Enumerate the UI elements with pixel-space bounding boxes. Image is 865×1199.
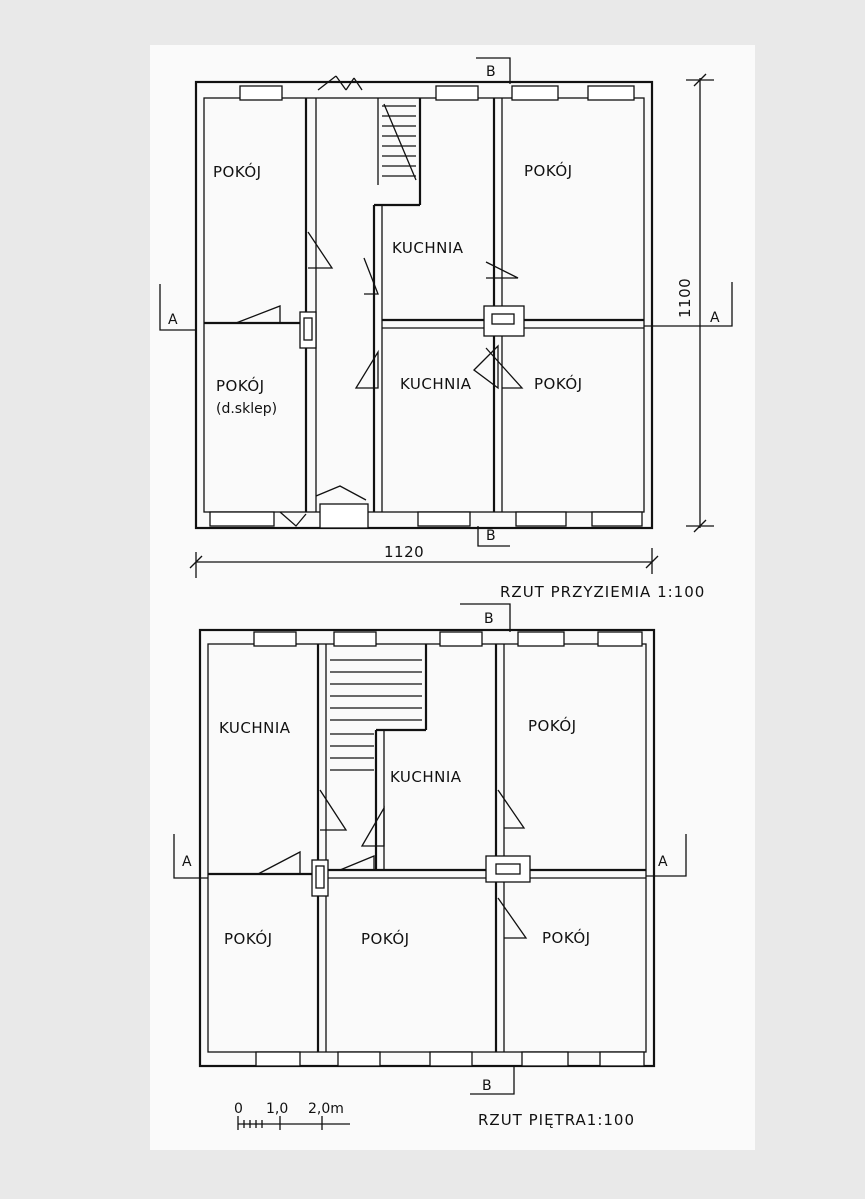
scale-tick-0: 0 xyxy=(234,1101,243,1117)
gf-room-sw-note: (d.sklep) xyxy=(216,401,277,417)
gf-kitchen-lower-label: KUCHNIA xyxy=(400,375,472,393)
gf-section-a-left xyxy=(159,284,196,331)
gf-door xyxy=(315,485,367,501)
gf-window xyxy=(435,85,479,101)
gf-stairs xyxy=(382,103,417,181)
gf-window xyxy=(417,511,471,527)
gf-window xyxy=(515,511,567,527)
gf-door xyxy=(354,349,379,389)
gf-section-b-top xyxy=(476,57,511,84)
ff-room-sw-label: POKÓJ xyxy=(224,929,273,948)
gf-dim-height-label: 1100 xyxy=(676,278,694,318)
ff-window xyxy=(599,1051,645,1067)
ff-window xyxy=(333,631,377,647)
gf-window xyxy=(239,85,283,101)
ff-stairs xyxy=(330,659,422,771)
ff-window xyxy=(337,1051,381,1067)
gf-title: RZUT PRZYZIEMIA 1:100 xyxy=(500,583,705,601)
ff-door xyxy=(360,805,385,847)
ff-kitchen-nw-label: KUCHNIA xyxy=(219,719,291,737)
gf-entrance-door xyxy=(317,75,363,91)
gf-door xyxy=(473,344,499,390)
ff-section-b-top-label: B xyxy=(484,611,494,627)
gf-window xyxy=(587,85,635,101)
ff-window xyxy=(439,631,483,647)
ff-door xyxy=(497,789,526,829)
ff-section-b-bottom xyxy=(470,1066,515,1095)
ff-door xyxy=(497,897,528,939)
scale-tick-1: 1,0 xyxy=(266,1101,288,1117)
gf-door xyxy=(307,231,334,269)
gf-room-ne-label: POKÓJ xyxy=(524,161,573,180)
ff-section-a-right-label: A xyxy=(658,854,668,870)
gf-room-sw-label: POKÓJ xyxy=(216,376,265,395)
gf-window xyxy=(591,511,643,527)
gf-room-se-label: POKÓJ xyxy=(534,374,583,393)
gf-door xyxy=(485,261,519,279)
gf-window xyxy=(209,511,275,527)
ff-section-b-top xyxy=(460,603,511,632)
ff-window xyxy=(429,1051,473,1067)
ff-section-a-left xyxy=(173,834,208,879)
gf-section-b-top-label: B xyxy=(486,64,496,80)
ff-room-mid-label: POKÓJ xyxy=(361,929,410,948)
ff-kitchen-mid-label: KUCHNIA xyxy=(390,768,462,786)
gf-dim-width-label: 1120 xyxy=(384,543,424,561)
ff-window xyxy=(517,631,565,647)
ff-window xyxy=(253,631,297,647)
ff-window xyxy=(255,1051,301,1067)
gf-outer-wall xyxy=(194,80,654,530)
gf-window xyxy=(511,85,559,101)
ff-section-a-right xyxy=(646,834,687,877)
gf-door xyxy=(279,511,307,527)
scale-tick-2: 2,0m xyxy=(308,1101,344,1117)
ff-section-b-bottom-label: B xyxy=(482,1078,492,1094)
ff-chimney-center xyxy=(485,855,531,883)
ff-window xyxy=(521,1051,569,1067)
ff-section-a-left-label: A xyxy=(182,854,192,870)
gf-back-steps xyxy=(319,503,369,529)
gf-chimney-center xyxy=(483,305,525,337)
gf-room-nw-label: POKÓJ xyxy=(213,162,262,181)
ff-title: RZUT PIĘTRA1:100 xyxy=(478,1111,635,1129)
gf-kitchen-upper-label: KUCHNIA xyxy=(392,239,464,257)
scale-bar: 0 1,0 2,0m xyxy=(234,1101,350,1130)
ff-room-ne-label: POKÓJ xyxy=(528,716,577,735)
ff-door xyxy=(319,789,348,831)
first-floor-plan: KUCHNIA POKÓJ KUCHNIA POKÓJ POKÓJ POKÓJ … xyxy=(173,603,687,1129)
gf-section-a-left-label: A xyxy=(168,312,178,328)
gf-section-a-right-label: A xyxy=(710,310,720,326)
ff-window xyxy=(597,631,643,647)
gf-door xyxy=(363,257,379,295)
gf-section-a-right xyxy=(644,282,733,327)
ff-door xyxy=(257,850,301,875)
ff-door xyxy=(339,855,375,871)
ff-room-se-label: POKÓJ xyxy=(542,928,591,947)
gf-section-b-bottom-label: B xyxy=(486,528,496,544)
gf-section-b-bottom xyxy=(477,526,510,547)
ground-floor-plan: POKÓJ POKÓJ KUCHNIA POKÓJ (d.sklep) KUCH… xyxy=(159,57,733,601)
ff-outer-wall xyxy=(198,628,656,1068)
gf-door xyxy=(235,305,281,324)
